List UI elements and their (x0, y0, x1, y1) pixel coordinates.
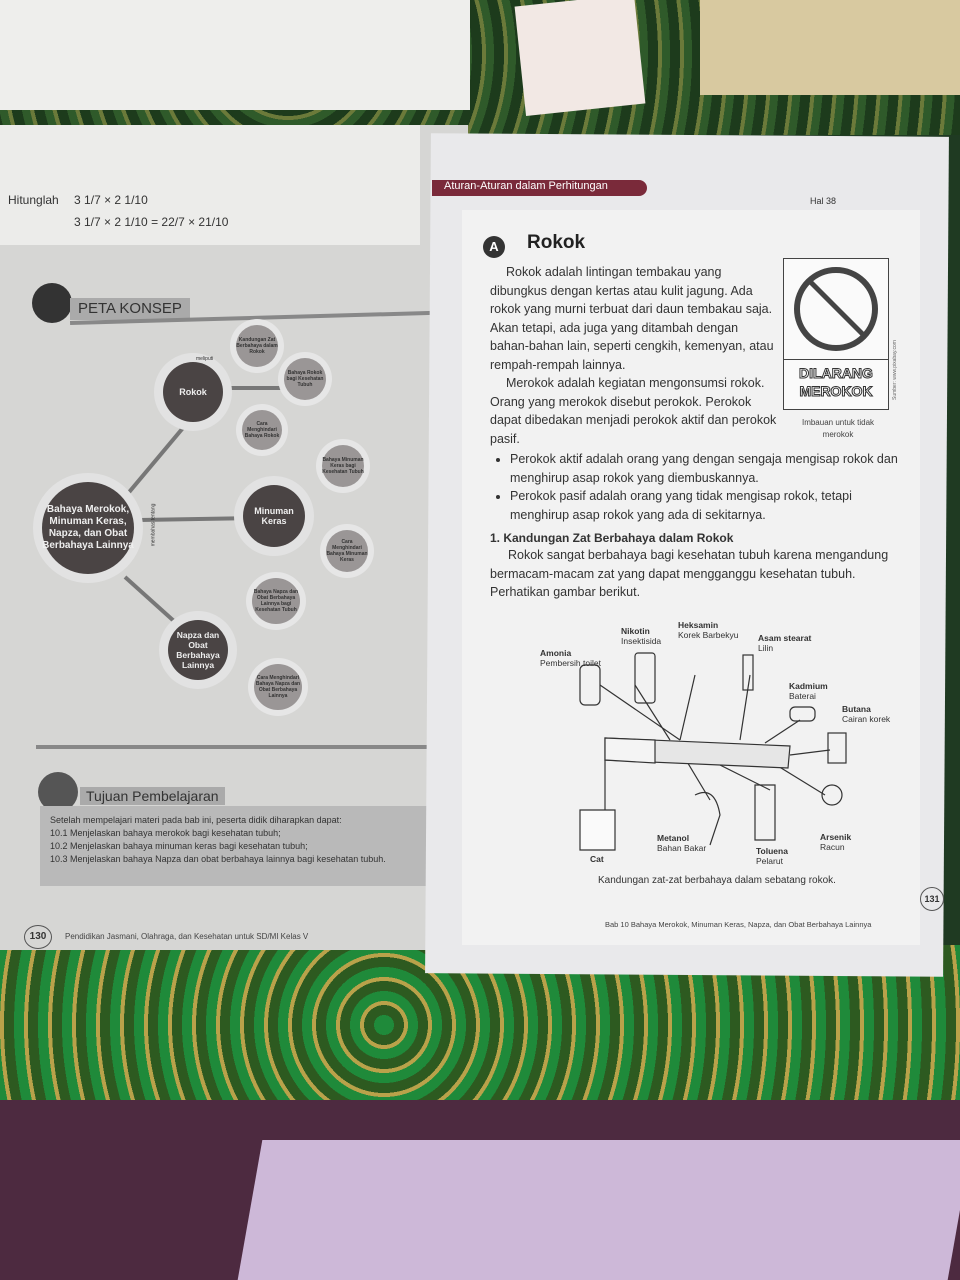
calc-expr: 3 1/7 × 2 1/10 (74, 193, 148, 207)
paragraph-2: Merokok adalah kegiatan mengonsumsi roko… (490, 376, 777, 446)
child-node: Cara Menghindari Bahaya Napza dan Obat B… (254, 664, 302, 710)
node-minuman-keras: Minuman Keras (243, 485, 305, 547)
paragraph-1: Rokok adalah lintingan tembakau yang dib… (490, 265, 774, 372)
bullet-list: Perokok aktif adalah orang yang dengan s… (490, 450, 900, 524)
paper-note (514, 0, 646, 116)
child-node: Cara Menghindari Bahaya Minuman Keras (326, 530, 368, 572)
child-node: Bahaya Napza dan Obat Berbahaya Lainnya … (252, 578, 300, 624)
sign-caption: Imbauan untuk tidak merokok (801, 418, 875, 439)
center-node: Bahaya Merokok, Minuman Keras, Napza, da… (42, 482, 134, 574)
objective: 10.2 Menjelaskan bahaya minuman keras ba… (50, 841, 308, 851)
right-page-number: 131 (920, 887, 944, 911)
objectives-title: Tujuan Pembelajaran (80, 787, 225, 805)
section-letter: A (483, 236, 505, 258)
student-icon (38, 772, 78, 812)
child-node: Cara Menghindari Bahaya Rokok (242, 410, 282, 450)
concept-map-title: PETA KONSEP (70, 298, 190, 320)
substance-label: Cat (590, 854, 604, 864)
sign-source: Sumber: www.pixabay.com (892, 340, 898, 400)
subsection-title: 1. Kandungan Zat Berbahaya dalam Rokok (490, 531, 734, 545)
divider (36, 745, 460, 749)
lavender-cloth (237, 1140, 960, 1280)
calc-label: Hitunglah (8, 193, 59, 207)
child-node: Kandungan Zat Berbahaya dalam Rokok (236, 325, 278, 367)
objective: 10.3 Menjelaskan bahaya Napza dan obat b… (50, 854, 386, 864)
calc-sheet: Hitunglah 3 1/7 × 2 1/10 3 1/7 × 2 1/10 … (0, 125, 420, 245)
objectives-intro: Setelah mempelajari materi pada bab ini,… (50, 815, 342, 825)
paragraph-3: Rokok sangat berbahaya bagi kesehatan tu… (490, 548, 889, 599)
section-body: Rokok adalah lintingan tembakau yang dib… (490, 263, 900, 602)
sign-text-1: DILARANG (799, 365, 874, 382)
objective: 10.1 Menjelaskan bahaya merokok bagi kes… (50, 828, 281, 838)
cardboard-items (700, 0, 960, 95)
edge-label: meliputi (196, 356, 214, 362)
node-rokok: Rokok (163, 362, 223, 422)
section-title: Rokok (527, 232, 586, 253)
child-node: Bahaya Minuman Keras bagi Kesehatan Tubu… (322, 445, 364, 487)
left-footer: Pendidikan Jasmani, Olahraga, dan Keseha… (65, 932, 309, 941)
concept-map-icon (32, 283, 72, 323)
node-napza: Napza dan Obat Berbahaya Lainnya (168, 620, 228, 680)
bullet-item: Perokok pasif adalah orang yang tidak me… (510, 487, 900, 524)
calc-line2: 3 1/7 × 2 1/10 = 22/7 × 21/10 (74, 215, 229, 229)
bullet-item: Perokok aktif adalah orang yang dengan s… (510, 450, 900, 487)
objectives-box: Setelah mempelajari materi pada bab ini,… (40, 806, 460, 886)
chapter-tab: Aturan-Aturan dalam Perhitungan (432, 180, 647, 196)
figure-caption: Kandungan zat-zat berbahaya dalam sebata… (598, 875, 836, 886)
no-smoking-sign: DILARANG MEROKOK (783, 258, 889, 410)
edge-label: membahas tentang (150, 503, 157, 547)
child-node: Bahaya Rokok bagi Kesehatan Tubuh (284, 358, 326, 400)
hal-label: Hal 38 (810, 196, 837, 206)
edge (230, 386, 290, 390)
cigarette-figure (579, 652, 847, 851)
left-page-number: 130 (24, 925, 52, 949)
attendance-sheet (0, 0, 470, 110)
sign-text-2: MEROKOK (799, 383, 873, 400)
no-smoking-icon (794, 267, 878, 351)
right-footer: Bab 10 Bahaya Merokok, Minuman Keras, Na… (605, 920, 872, 929)
